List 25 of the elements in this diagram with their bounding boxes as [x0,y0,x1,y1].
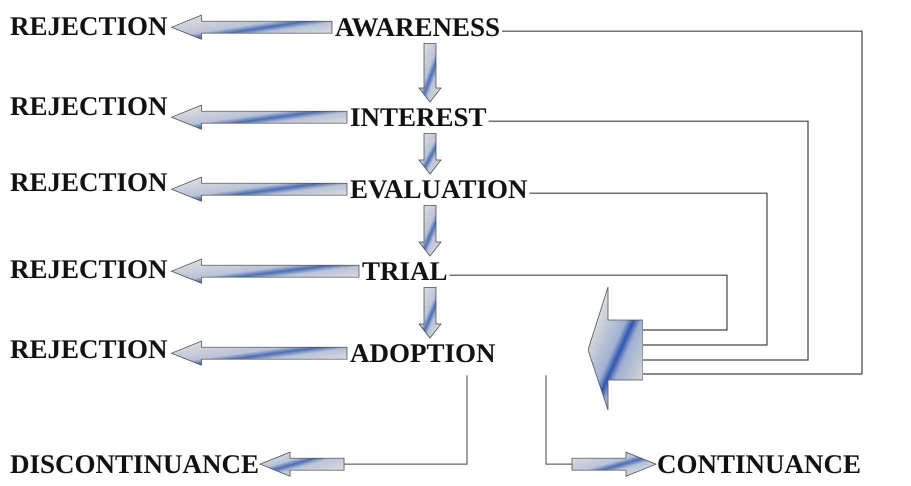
block-arrow [170,104,348,130]
outcome-label: DISCONTINUANCE [10,450,260,478]
rejection-label: REJECTION [10,92,168,120]
block-arrow [418,132,442,175]
rejection-label: REJECTION [10,12,168,40]
stage-label: EVALUATION [350,175,528,204]
block-arrow [170,258,360,284]
block-arrow [170,340,348,366]
feedback-line [450,274,728,331]
block-arrow [170,14,332,40]
stage-label: INTEREST [350,103,487,132]
rejection-label: REJECTION [10,335,168,364]
block-arrow [418,286,442,339]
feedback-line [488,120,809,361]
rejection-label: REJECTION [10,168,168,196]
stage-label: ADOPTION [350,339,496,368]
outcome-label: CONTINUANCE [657,450,862,478]
stage-label: AWARENESS [335,13,500,42]
block-arrow [418,204,442,257]
feedback-line [530,192,768,346]
rejection-label: REJECTION [10,255,168,284]
feedback-line [502,30,863,375]
block-arrow [170,176,348,202]
block-arrow [418,42,442,103]
stage-label: TRIAL [362,257,448,286]
